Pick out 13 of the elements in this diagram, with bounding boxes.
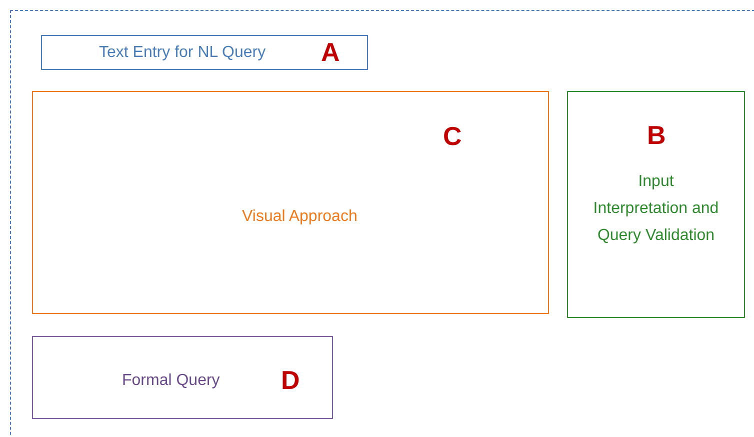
panel-letter: C: [443, 121, 462, 151]
panel-box: [32, 91, 549, 314]
panel-letter: B: [647, 120, 666, 150]
input-box: [41, 35, 368, 70]
box-label: Input Interpretation and Query Validation: [592, 172, 720, 246]
dashed-container: [10, 10, 754, 437]
box-label: Formal Query: [122, 371, 220, 391]
panel-letter: A: [321, 37, 340, 67]
panel-letter: D: [281, 365, 300, 395]
box-label: Text Entry for NL Query: [99, 43, 266, 63]
output-box: [32, 336, 333, 419]
box-label: Visual Approach: [242, 207, 358, 227]
panel-box: [567, 91, 745, 318]
